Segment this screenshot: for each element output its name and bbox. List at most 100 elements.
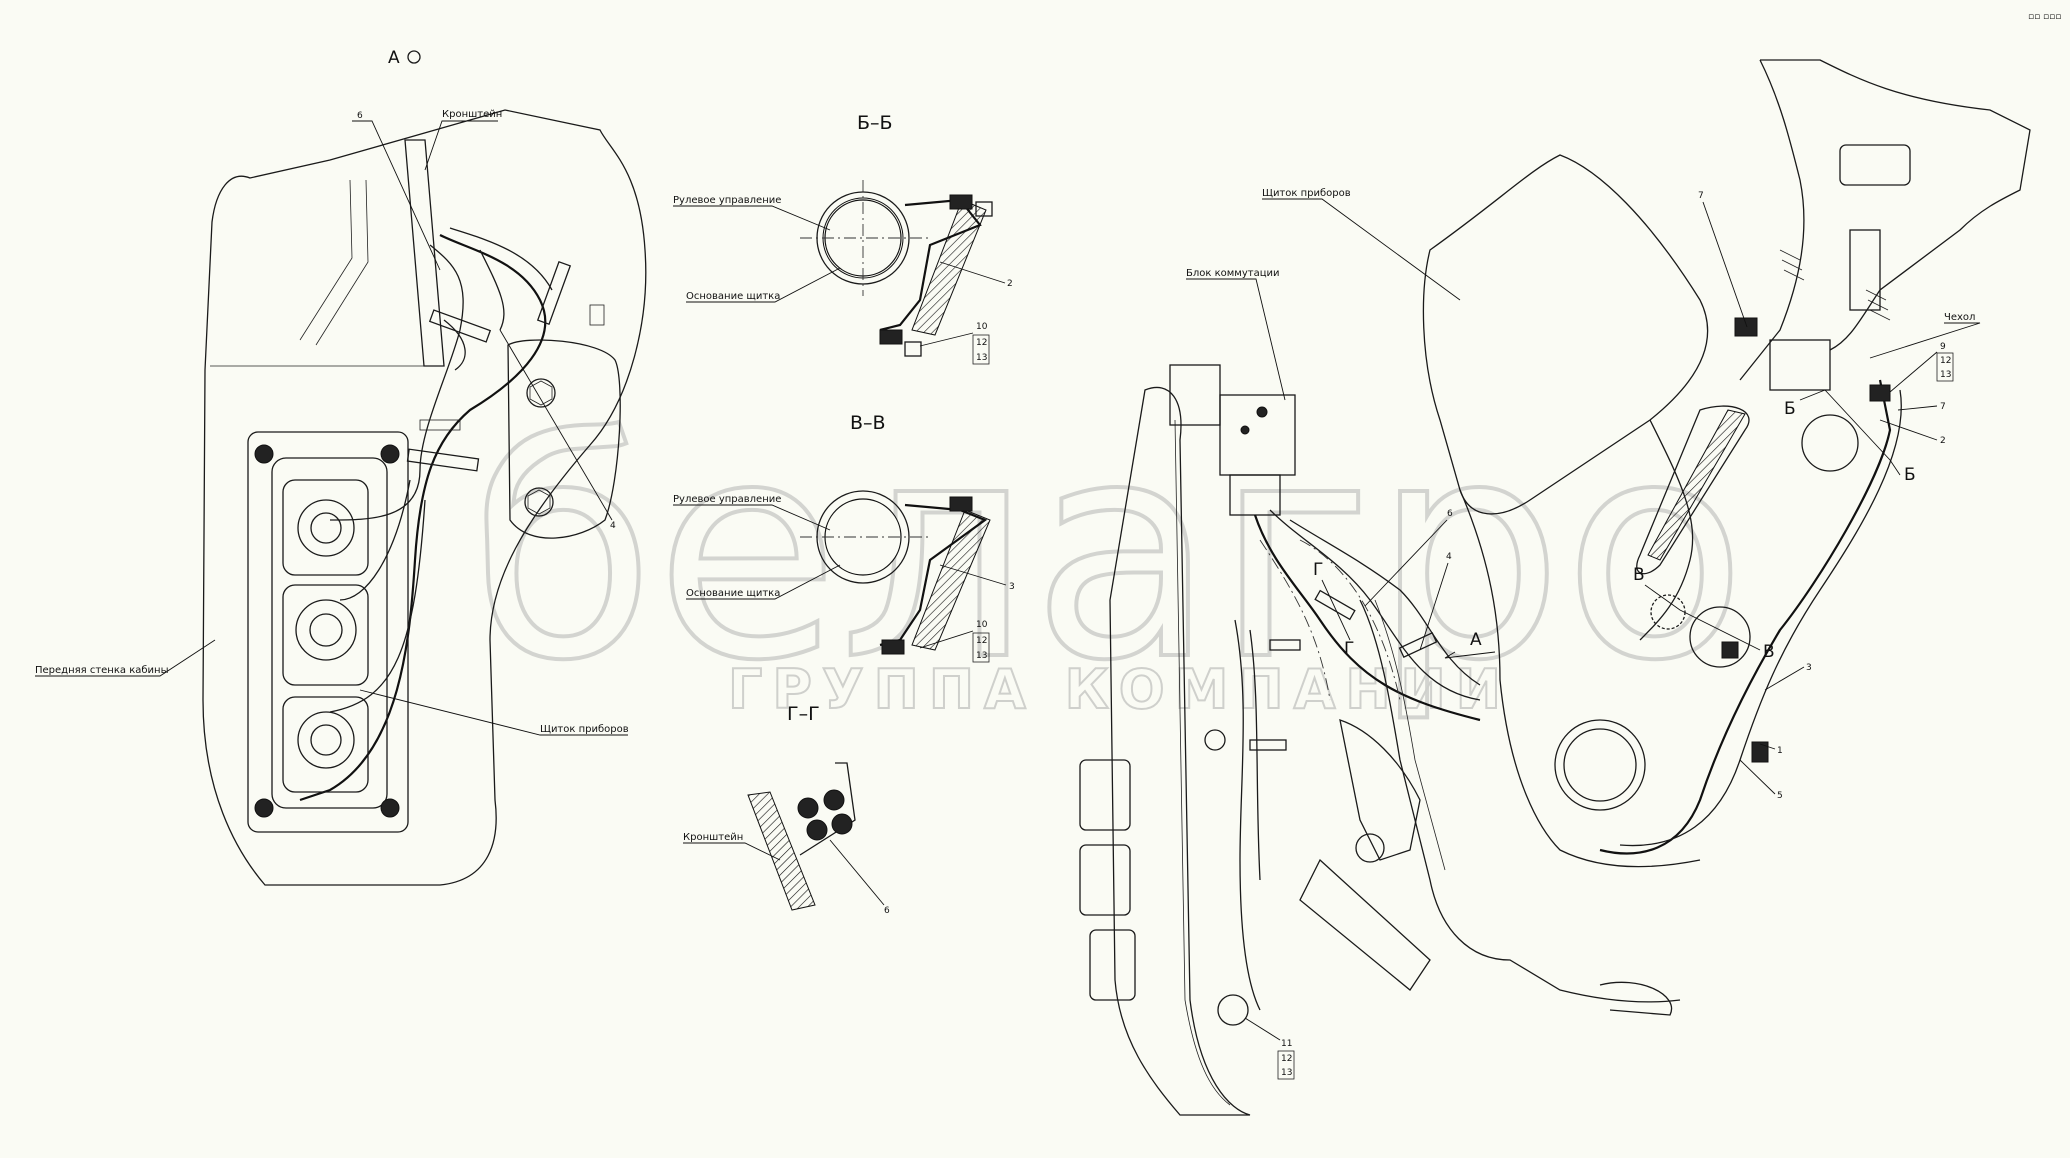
harness-branch-3 — [443, 249, 505, 371]
clamp-2 — [428, 309, 492, 343]
column-plate — [1769, 339, 1831, 391]
bolt-v — [1689, 606, 1751, 668]
pedal-arm-inner — [1374, 599, 1446, 871]
pedal-arm — [1359, 599, 1681, 1003]
dashboard-base — [1459, 489, 1701, 868]
steering-column-tube — [1849, 229, 1881, 311]
harness-branch — [1234, 619, 1261, 1011]
steering-hub — [1839, 144, 1911, 186]
dashboard-housing — [1422, 154, 1709, 515]
label-panel-main: Щиток приборов — [1262, 188, 1351, 199]
panel-bolt-icon — [254, 798, 274, 818]
bolt-lower — [881, 639, 905, 655]
callout-12-bb: 12 — [976, 338, 987, 348]
harness-branch-1 — [329, 227, 553, 521]
leader-5 — [1739, 759, 1776, 795]
panel-bolt-icon — [380, 798, 400, 818]
marker-b-top: Б — [1784, 399, 1796, 419]
callout-6-main: 6 — [1447, 509, 1453, 519]
callout-12-main: 12 — [1940, 356, 1951, 366]
view-a-title: А — [388, 48, 400, 68]
gauge-icon — [297, 499, 355, 557]
panel-bolt-icon — [380, 444, 400, 464]
connector — [1089, 929, 1136, 1001]
cover-clip — [1734, 317, 1758, 337]
callout-12-vv: 12 — [976, 636, 987, 646]
corner-mark: ▫▫ ▫▫▫ — [2028, 12, 2061, 22]
lever — [1636, 405, 1750, 575]
callout-box — [972, 632, 990, 663]
section-bb: Б–Б Рулевое управление Основание щитка 2… — [673, 112, 1013, 365]
marker-v-right: В — [1763, 642, 1775, 662]
label-panel-a: Щиток приборов — [540, 724, 629, 735]
lever-hatch — [1647, 409, 1746, 561]
leader-1 — [1759, 743, 1776, 750]
leader-bracket-gg — [683, 842, 781, 861]
pedal-bracket — [1339, 719, 1421, 861]
bracket-plate — [507, 339, 621, 539]
watermark-logo: белагро — [470, 377, 1747, 726]
pedal-linkage — [1299, 858, 1431, 991]
leader-10-bb — [919, 332, 974, 347]
panel-gauges — [282, 479, 369, 793]
harness-main — [1253, 514, 1481, 722]
main-assembly: Щиток приборов Блок коммутации Чехол 7 9… — [1079, 59, 2031, 1116]
bracket-outline — [404, 139, 445, 367]
gauge-frame — [282, 696, 369, 793]
callout-10-bb: 10 — [976, 322, 988, 332]
leader-steering-bb — [673, 205, 831, 231]
column-boss — [1554, 719, 1646, 811]
callout-7-right: 7 — [1940, 402, 1946, 412]
leader-11 — [1244, 1017, 1281, 1041]
leader-4-a — [499, 329, 613, 521]
section-vv: В–В Рулевое управление Основание щитка 3… — [673, 412, 1015, 663]
leader-2-main — [1879, 419, 1938, 441]
leader-switch-block — [1186, 278, 1286, 401]
label-bracket-gg: Кронштейн — [683, 832, 743, 843]
nut-lower — [904, 341, 922, 357]
column-boss-inner — [1563, 728, 1637, 802]
steering-shaft — [1760, 59, 2031, 351]
leader-panel-main — [1262, 198, 1461, 301]
label-steering-bb: Рулевое управление — [673, 195, 781, 206]
harness-clamp — [1249, 739, 1287, 751]
leader-10-vv — [919, 630, 974, 649]
marker-b-side: Б — [1904, 465, 1916, 485]
leader-cover — [1869, 322, 1981, 359]
leader-2-bb — [939, 261, 1006, 284]
callout-3-vv: 3 — [1009, 582, 1015, 592]
clamp-3 — [406, 448, 480, 472]
panel-base-hatch — [911, 509, 991, 651]
switch-bolt-icon — [1240, 425, 1250, 435]
grommet — [1217, 994, 1249, 1026]
bolt-bottom — [524, 487, 554, 517]
wire-icon — [831, 813, 853, 835]
clamp-4 — [419, 419, 461, 431]
bolt-upper — [949, 194, 973, 210]
callout-1: 1 — [1777, 746, 1783, 756]
label-switch-block: Блок коммутации — [1186, 268, 1280, 279]
steering-boot — [1739, 59, 1805, 381]
view-arrow-a — [1444, 651, 1496, 659]
bracket-edge — [299, 179, 369, 346]
callout-2-bb: 2 — [1007, 279, 1013, 289]
callout-6-gg: 6 — [884, 906, 890, 916]
panel-corner-bolts — [254, 444, 400, 818]
wire-icon — [806, 819, 828, 841]
leader-steering-vv — [673, 504, 831, 531]
bolt-top — [526, 378, 556, 408]
callout-6-a: 6 — [357, 111, 363, 121]
section-bb-title: Б–Б — [857, 112, 893, 134]
section-gg-title: Г–Г — [787, 703, 820, 725]
wire-icon — [797, 797, 819, 819]
leader-6-gg — [829, 839, 885, 906]
column-clamp-inner — [1619, 389, 1902, 847]
marker-g-bottom: Г — [1344, 639, 1354, 659]
callout-box — [972, 334, 990, 365]
clamp-5 — [589, 304, 605, 326]
leader-6-a — [352, 120, 441, 271]
leader-7-top — [1702, 201, 1748, 328]
cut-line-g — [1321, 579, 1351, 641]
bracket-hatch — [747, 791, 816, 911]
